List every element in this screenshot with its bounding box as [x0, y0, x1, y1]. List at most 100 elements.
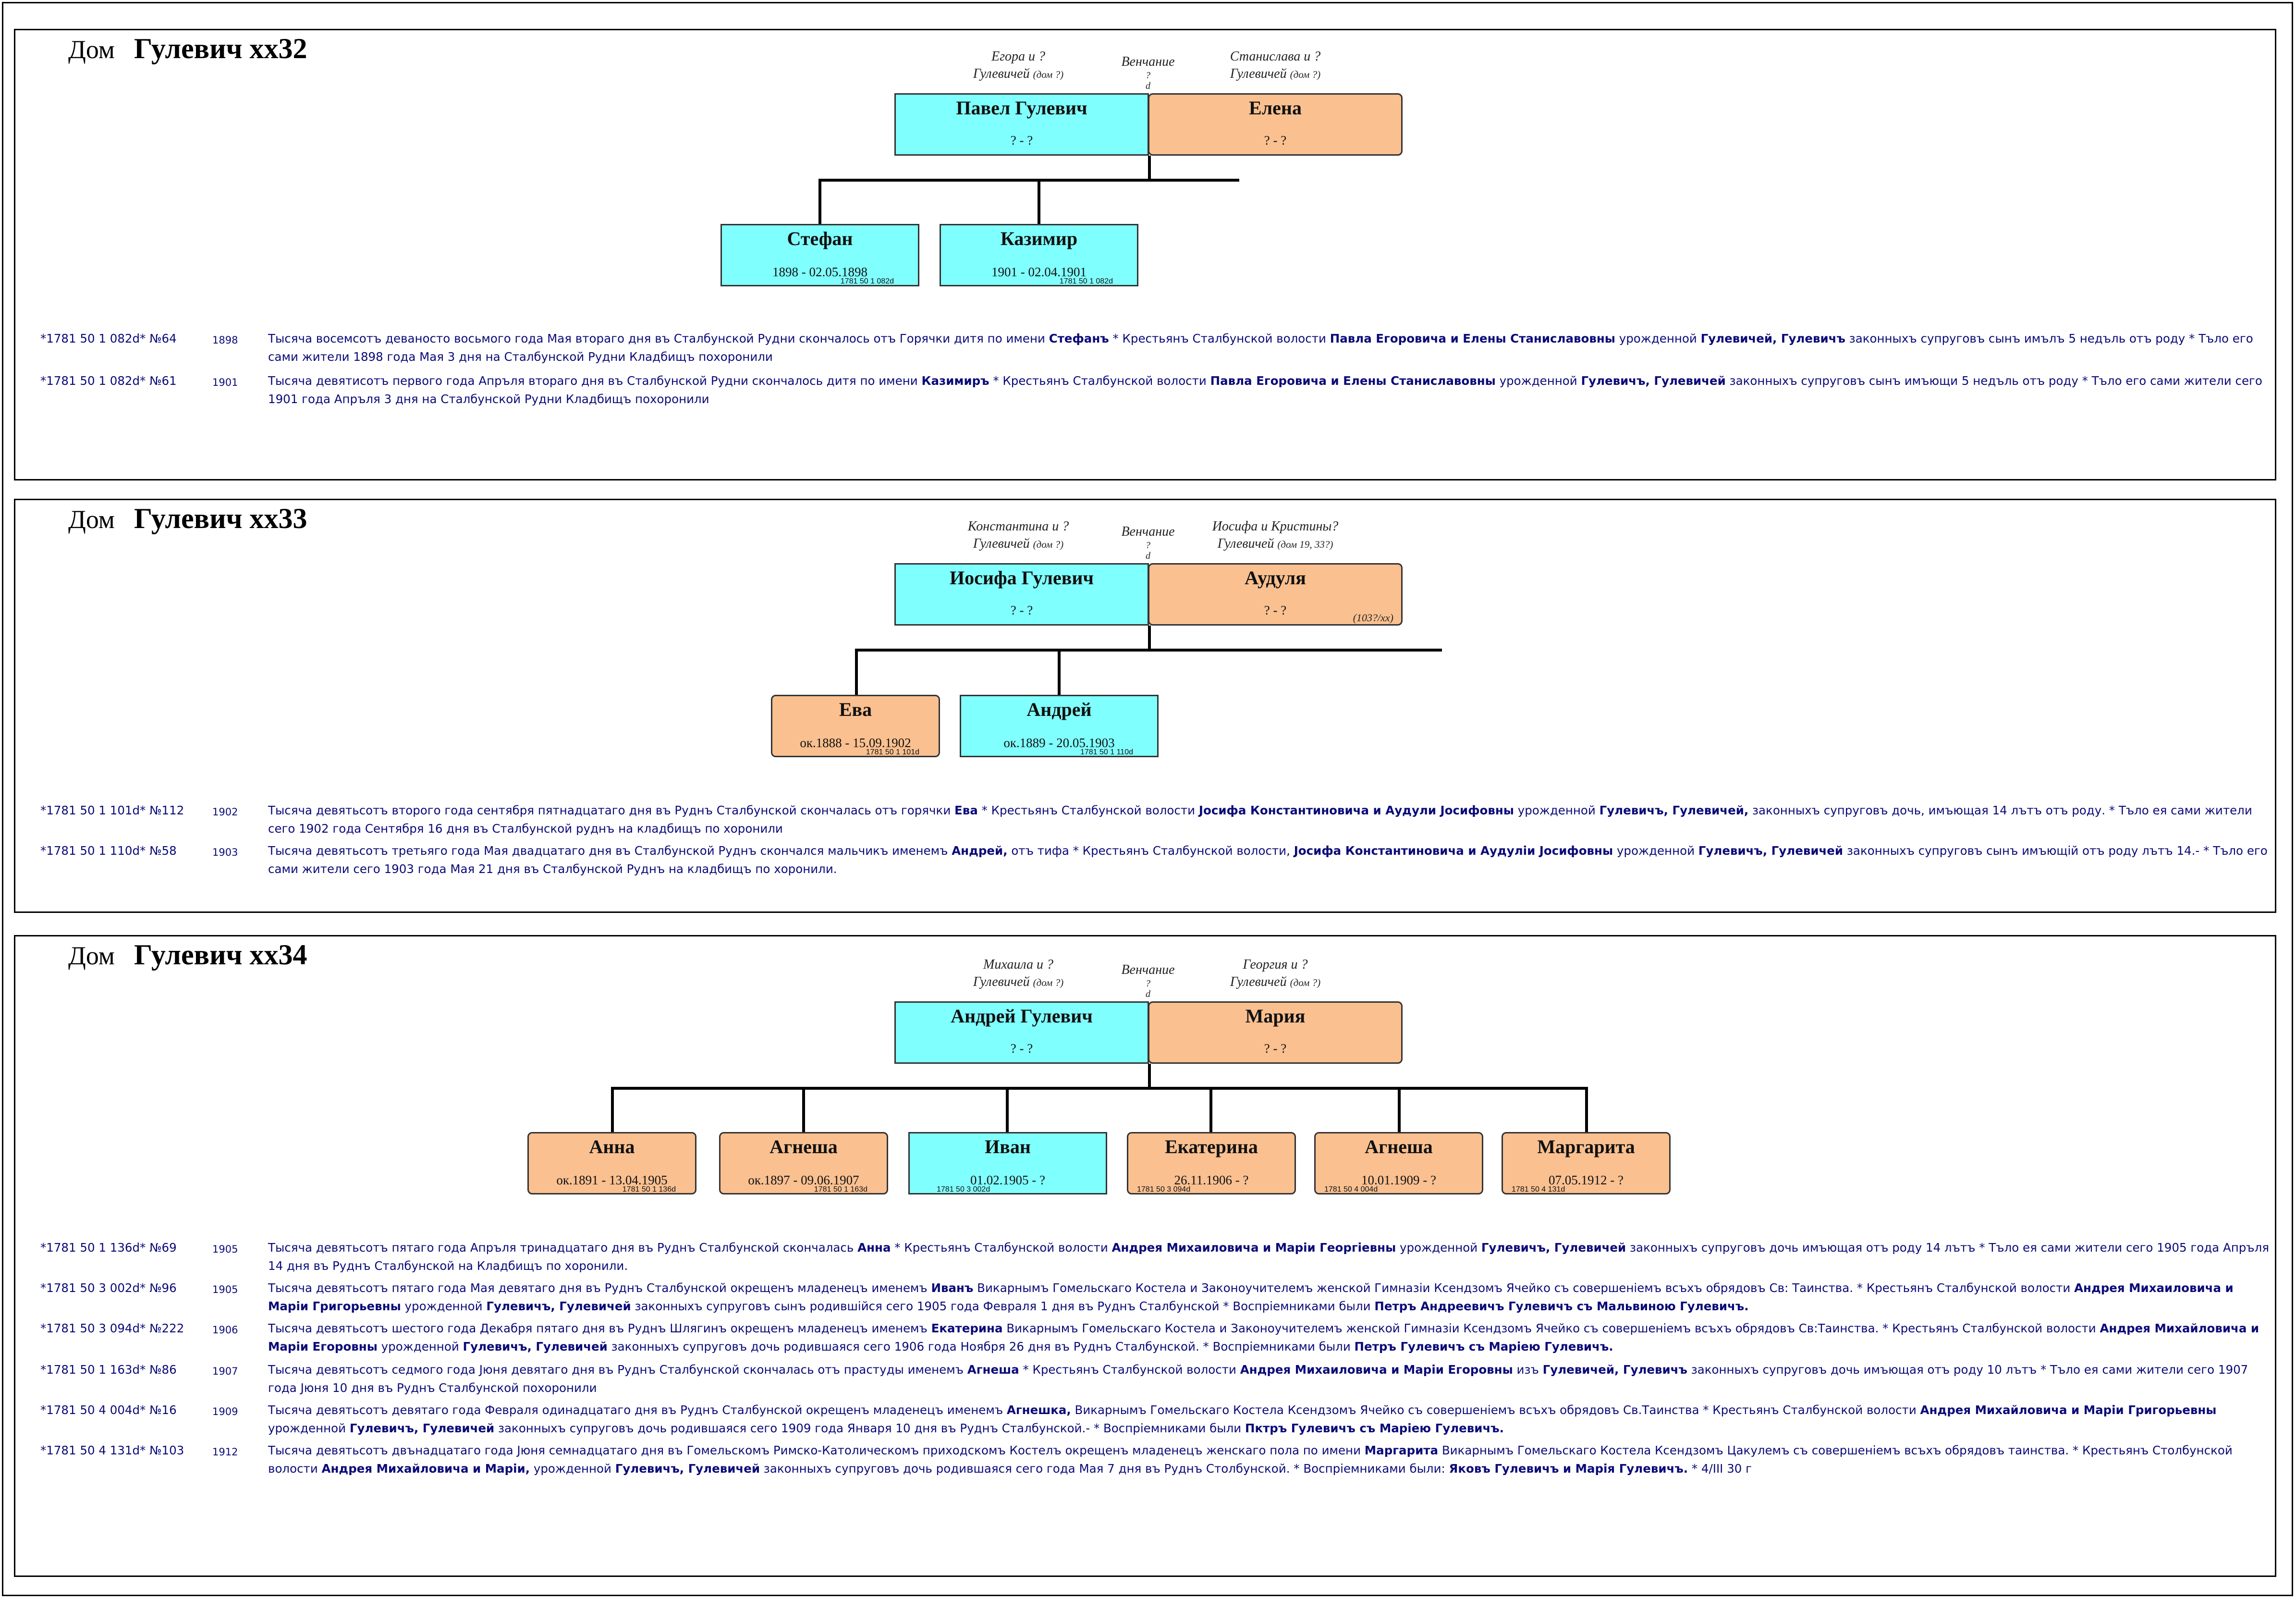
record-highlight: Гулевичъ, Гулевичей — [349, 1421, 495, 1435]
husband-parents-surname: Гулевичей (дом ?) — [973, 536, 1064, 551]
wife-card[interactable]: Аудуля ? - ? (103?/хх) — [1148, 563, 1403, 626]
child-card[interactable]: Екатерина 26.11.1906 - ? 1781 50 3 094d — [1127, 1132, 1296, 1194]
child-card[interactable]: Стефан 1898 - 02.05.1898 1781 50 1 082d — [721, 224, 919, 286]
record-text: Тысяча девятисотъ первого года Апръля вт… — [268, 372, 2271, 408]
record-highlight: Казимиръ — [921, 374, 989, 388]
husband-card[interactable]: Иосифа Гулевич ? - ? — [894, 563, 1149, 626]
husband-parents-names: Егора и ? — [991, 49, 1046, 64]
child-card[interactable]: Анна ок.1891 - 13.04.1905 1781 50 1 136d — [527, 1132, 696, 1194]
house-name: Гулевич хх33 — [134, 503, 307, 534]
child-card[interactable]: Иван 01.02.1905 - ? 1781 50 3 002d — [908, 1132, 1107, 1194]
record-entry: *1781 50 1 110d* №58 1903 Тысяча девятьс… — [40, 842, 2268, 880]
husband-dates: ? - ? — [1010, 133, 1033, 148]
child-name: Анна — [589, 1136, 635, 1157]
wedding-date: ? — [1146, 540, 1150, 551]
record-text: Тысяча девятьсотъ пятаго года Мая девята… — [268, 1279, 2271, 1316]
child-ref: 1781 50 4 004d — [1324, 1185, 1378, 1194]
record-highlight: Ева — [954, 803, 978, 817]
record-year: 1912 — [212, 1446, 238, 1458]
record-text-run: законныхъ супруговъ дочь родившаяся сего… — [760, 1462, 1449, 1476]
record-ref: *1781 50 1 101d* №112 — [40, 803, 184, 817]
child-ref: 1781 50 3 094d — [1137, 1185, 1191, 1194]
siblings-line — [855, 649, 1442, 652]
child-card[interactable]: Казимир 1901 - 02.04.1901 1781 50 1 082d — [940, 224, 1138, 286]
child-line — [611, 1087, 614, 1132]
child-card[interactable]: Агнеша 10.01.1909 - ? 1781 50 4 004d — [1314, 1132, 1483, 1194]
record-ref: *1781 50 1 082d* №61 — [40, 374, 177, 388]
record-highlight: Андрея Михаиловича и Маріи Егоровны — [1240, 1363, 1513, 1377]
record-highlight: Агнешка, — [1006, 1403, 1071, 1417]
wedding-place: d — [1146, 81, 1150, 91]
record-highlight: Гулевичей, Гулевичъ — [1542, 1363, 1687, 1377]
child-card[interactable]: Маргарита 07.05.1912 - ? 1781 50 4 131d — [1502, 1132, 1671, 1194]
record-highlight: Гулевичъ, Гулевичей — [615, 1462, 760, 1476]
record-text-run: законныхъ супруговъ сынъ родившійся сего… — [631, 1299, 1375, 1313]
child-card[interactable]: Ева ок.1888 - 15.09.1902 1781 50 1 101d — [771, 695, 940, 757]
wife-dates: ? - ? — [1264, 603, 1287, 617]
record-ref: *1781 50 4 131d* №103 — [40, 1443, 184, 1457]
record-highlight: Агнеша — [967, 1363, 1019, 1377]
wife-parents-surname: Гулевичей (дом ?) — [1230, 974, 1321, 989]
wife-parents-surname: Гулевичей (дом 19, 33?) — [1217, 536, 1333, 551]
child-name: Стефан — [787, 228, 853, 249]
wife-dates: ? - ? — [1264, 1041, 1287, 1056]
house-label: Дом — [68, 941, 115, 970]
child-name: Иван — [985, 1136, 1031, 1157]
wedding-date: ? — [1146, 978, 1150, 989]
record-entry: *1781 50 3 094d* №222 1906 Тысяча девять… — [40, 1319, 2259, 1358]
couple-drop-line — [1148, 156, 1151, 181]
record-text-run: Тысяча девятьсотъ третьяго года Мая двад… — [268, 844, 952, 858]
child-line — [1585, 1087, 1588, 1132]
record-highlight: Гулевичъ, Гулевичей, — [1599, 803, 1749, 817]
child-line — [1058, 649, 1061, 695]
child-name: Казимир — [1000, 228, 1078, 249]
child-dates: ок.1889 - 20.05.1903 — [1003, 736, 1115, 750]
husband-card[interactable]: Павел Гулевич ? - ? — [894, 93, 1149, 156]
record-text-run: * Крестьянъ Сталбунской волости — [1109, 332, 1330, 345]
husband-dates: ? - ? — [1010, 603, 1033, 617]
child-dates: 26.11.1906 - ? — [1174, 1173, 1249, 1187]
record-highlight: Гулевичъ, Гулевичей — [1481, 1241, 1626, 1255]
husband-parents-house: (дом ?) — [1033, 69, 1064, 80]
record-text-run: Тысяча девятьсотъ пятаго года Апръля три… — [268, 1241, 858, 1255]
husband-card[interactable]: Андрей Гулевич ? - ? — [894, 1001, 1149, 1064]
record-year: 1906 — [212, 1324, 238, 1336]
wife-card[interactable]: Елена ? - ? — [1148, 93, 1403, 156]
record-entry: *1781 50 1 136d* №69 1905 Тысяча девятьс… — [40, 1239, 2269, 1277]
record-text-run: Тысяча девятьсотъ пятаго года Мая девята… — [268, 1281, 931, 1295]
record-text-run: Тысяча девятьсотъ шестого года Декабря п… — [268, 1321, 931, 1335]
record-text-run: изъ — [1513, 1363, 1543, 1377]
child-line — [1398, 1087, 1401, 1132]
record-text-run: законныхъ супруговъ сынъ имъющій отъ род… — [268, 844, 2268, 876]
child-name: Ева — [839, 699, 872, 720]
record-entry: *1781 50 4 131d* №103 1912 Тысяча девять… — [40, 1441, 2259, 1480]
wife-parents-names: Станислава и ? — [1230, 49, 1321, 64]
wedding-place: d — [1146, 989, 1150, 999]
child-dates: 10.01.1909 - ? — [1361, 1173, 1436, 1187]
record-highlight: Петръ Гулевичъ съ Маріею Гулевичъ. — [1354, 1340, 1613, 1354]
record-text-run: Тысяча девятьсотъ двънадцатаго года Јюня… — [268, 1443, 1365, 1457]
couple-drop-line — [1148, 1064, 1151, 1089]
record-text-run: Тысяча девятьсотъ девятаго года Февраля … — [268, 1403, 1007, 1417]
husband-parents: Егора и ? Гулевичей (дом ?) — [913, 48, 1124, 83]
child-dates: 1898 - 02.05.1898 — [772, 265, 867, 279]
record-ref: *1781 50 1 136d* №69 — [40, 1241, 177, 1255]
husband-parents: Константина и ? Гулевичей (дом ?) — [913, 518, 1124, 553]
wife-parents-house: (дом ?) — [1290, 977, 1321, 988]
record-entry: *1781 50 1 163d* №86 1907 Тысяча девятьс… — [40, 1361, 2259, 1399]
wife-parents-names: Георгия и ? — [1243, 957, 1308, 972]
record-highlight: Екатерина — [931, 1321, 1003, 1335]
record-text-run: * Крестьянъ Сталбунской волости — [989, 374, 1210, 388]
wedding-place: d — [1146, 551, 1150, 561]
child-card[interactable]: Агнеша ок.1897 - 09.06.1907 1781 50 1 16… — [719, 1132, 888, 1194]
record-highlight: Стефанъ — [1049, 332, 1109, 345]
child-card[interactable]: Андрей ок.1889 - 20.05.1903 1781 50 1 11… — [960, 695, 1159, 757]
record-year: 1907 — [212, 1366, 238, 1377]
wife-note: (103?/хх) — [1353, 612, 1393, 624]
wife-card[interactable]: Мария ? - ? — [1148, 1001, 1403, 1064]
